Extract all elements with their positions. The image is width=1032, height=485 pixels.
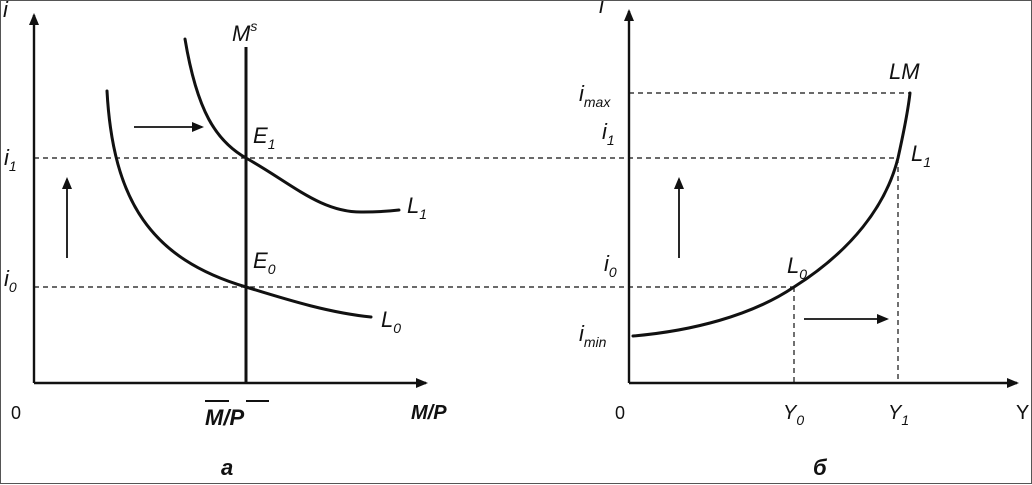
equilibrium-e1-label: E1 — [253, 123, 275, 152]
left-x-axis-label: M/P — [411, 402, 447, 424]
left-i1-label: i1 — [4, 145, 17, 174]
demand-curve-l1 — [183, 37, 401, 214]
real-money-supply-label: M/P — [205, 400, 269, 430]
left-caption: а — [221, 455, 233, 480]
right-i1-label: i1 — [602, 119, 615, 148]
lm-label: LM — [889, 59, 920, 84]
point-l0-label: L0 — [787, 253, 807, 282]
svg-text:M/P: M/P — [205, 405, 244, 430]
y1-label: Y1 — [888, 402, 909, 428]
right-y-axis-label: i — [599, 1, 605, 18]
right-caption: б — [813, 455, 828, 480]
curve-l0-label: L0 — [381, 307, 401, 336]
right-x-axis-label: Y — [1016, 402, 1029, 424]
left-y-axis-label: i — [3, 1, 9, 22]
curve-l1-label: L1 — [407, 193, 427, 222]
demand-curve-l0 — [105, 89, 373, 319]
right-origin-label: 0 — [615, 403, 625, 423]
left-panel: i 0 M/P Ms i1 i0 E1 E0 L1 L0 M/P а — [3, 1, 898, 480]
left-i0-label: i0 — [4, 266, 17, 295]
imin-label: imin — [579, 321, 607, 350]
point-l1-label: L1 — [911, 141, 931, 170]
left-origin-label: 0 — [11, 403, 21, 423]
imax-label: imax — [579, 81, 611, 110]
y0-label: Y0 — [783, 402, 804, 428]
equilibrium-e0-label: E0 — [253, 248, 276, 277]
money-supply-label: Ms — [232, 18, 257, 46]
right-i0-label: i0 — [604, 251, 617, 280]
lm-curve — [631, 91, 912, 338]
right-panel: i 0 Y imax i1 i0 imin LM L1 L0 Y0 Y1 б — [579, 1, 1029, 480]
